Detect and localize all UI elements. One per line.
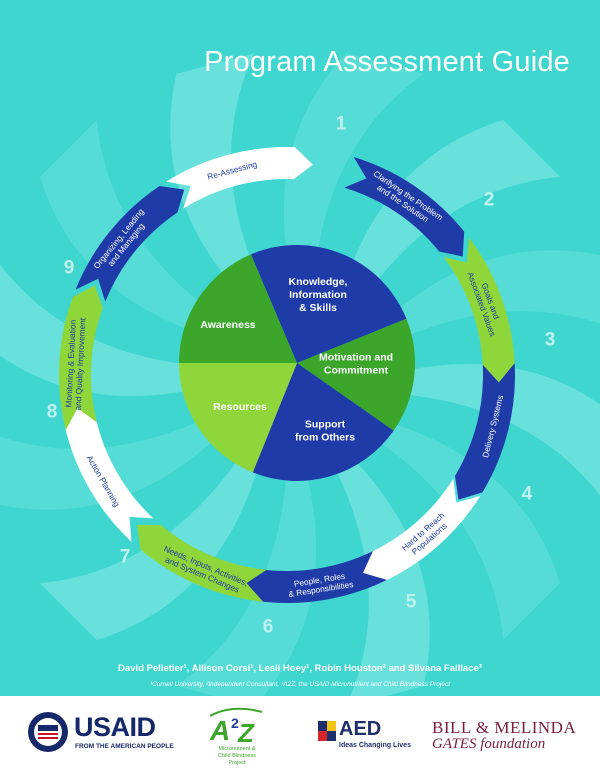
center-segment-5: Awareness [179,254,297,363]
cycle-arrow [239,551,387,603]
cycle-arrow [75,185,185,302]
cycle-step-6: Needs, Inputs, Activities,and System Cha… [137,524,267,602]
usaid-logo: USAID FROM THE AMERICAN PEOPLE [26,710,176,760]
aed-flag-icon [318,721,336,741]
center-segment-label: Commitment [324,365,389,377]
pie-slice [297,318,415,431]
swirl-blade [335,119,561,327]
gates-line-2: GATES foundation [432,736,546,752]
a2z-tagline-1: Micronutrient & [219,746,256,752]
cycle-step-10: Re-Assessing [166,146,313,209]
cycle-step-label: and Quality Improvement [73,317,88,411]
svg-text:Z: Z [237,718,255,748]
cycle-arrow [344,156,465,257]
swirl-blade [176,448,317,696]
a2z-logo: A 2 Z Micronutrient & Child Blindness Pr… [202,702,272,772]
cycle-arrow [137,524,267,602]
center-segment-label: from Others [295,432,355,444]
cycle-arrow [443,237,515,383]
cycle-arrow [64,404,154,542]
cycle-arrow [455,363,515,500]
swirl-blade [283,53,424,312]
pie-slice [252,363,394,481]
cycle-step-3: Delivery Systems [455,363,515,500]
step-number: 2 [484,190,495,211]
center-segment-label: & Skills [299,302,337,314]
usaid-seal-icon [28,712,68,752]
step-number: 8 [47,402,58,423]
affiliations: ¹Cornell University, ²Independent Consul… [149,681,451,688]
cycle-step-label: Monitoring & Evaluation [63,319,78,407]
step-number: 1 [336,114,347,135]
gates-foundation-logo: BILL & MELINDA GATES foundation [432,718,582,758]
svg-text:A: A [209,715,230,746]
center-segment-label: Resources [213,401,267,413]
gates-line-1: BILL & MELINDA [432,718,577,737]
a2z-mark-icon: A 2 Z Micronutrient & Child Blindness Pr… [209,707,263,766]
cycle-arrow [58,285,103,431]
swirl-blade [39,119,247,345]
a2z-tagline-3: Project [228,760,246,766]
pie-slice [250,245,407,363]
center-segment-label: Motivation and [319,352,393,364]
center-segment-1: Knowledge,Information& Skills [250,245,407,363]
step-number: 4 [522,484,533,505]
cycle-step-5: People, Roles& Responsibilities [239,551,387,603]
logo-footer: USAID FROM THE AMERICAN PEOPLE A 2 Z Mic… [0,696,600,776]
usaid-tagline: FROM THE AMERICAN PEOPLE [75,743,174,750]
a2z-tagline-2: Child Blindness [218,753,256,759]
swirl-blade [0,264,232,397]
step-number: 6 [263,617,274,638]
swirl-blade [0,403,240,510]
swirl-blade [368,363,600,496]
cycle-step-7: Action Planning [64,404,154,542]
pie-slice [179,363,297,473]
swirl-blade [353,415,561,641]
step-number: 3 [545,330,556,351]
aed-wordmark: AED [339,718,382,740]
usaid-wordmark: USAID [74,712,156,742]
step-number: 9 [64,258,75,279]
cycle-arrow [356,478,481,584]
step-number: 5 [406,592,417,613]
pie-slice [179,254,297,363]
swirl-blade [39,433,265,641]
page-title: Program Assessment Guide [204,46,570,78]
svg-text:2: 2 [231,715,239,731]
center-segment-label: Awareness [200,319,255,331]
cover-panel: Program Assessment Guide Clarifying the … [0,0,600,696]
center-segment-label: Support [305,419,346,431]
aed-tagline: Ideas Changing Lives [339,742,411,749]
center-segment-4: Resources [179,363,297,473]
center-segment-label: Knowledge, [289,276,348,288]
cycle-arrow [166,146,313,209]
step-number: 7 [120,547,131,568]
aed-logo: AED Ideas Changing Lives [318,718,418,758]
authors: David Pelletier¹, Allison Corsi¹, Lesli … [118,663,482,674]
center-segment-label: Information [289,289,347,301]
